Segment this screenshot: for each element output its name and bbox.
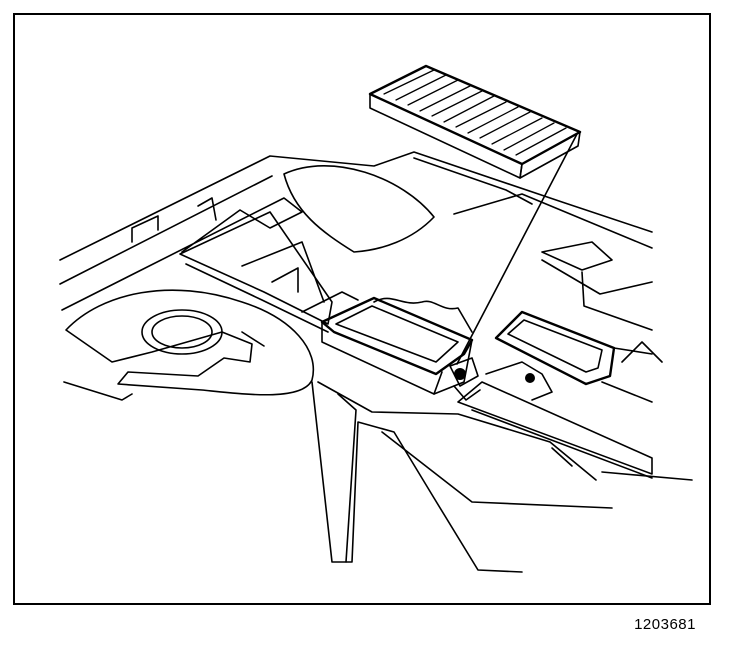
right-duct-opening [457, 310, 663, 479]
inner-tray [179, 211, 473, 333]
wiper-pivot-area [63, 289, 315, 401]
retaining-clip [449, 357, 481, 401]
leader-line [456, 133, 578, 365]
diagram-frame [13, 13, 711, 605]
cabin-air-filter-illustration [59, 64, 693, 573]
filter-housing-opening [320, 296, 474, 395]
cowl-panel [59, 151, 653, 331]
lower-plenum [311, 381, 693, 573]
cabin-air-filter [368, 64, 582, 179]
filter-pleats [383, 69, 567, 156]
figure-id-label: 1203681 [634, 616, 696, 633]
